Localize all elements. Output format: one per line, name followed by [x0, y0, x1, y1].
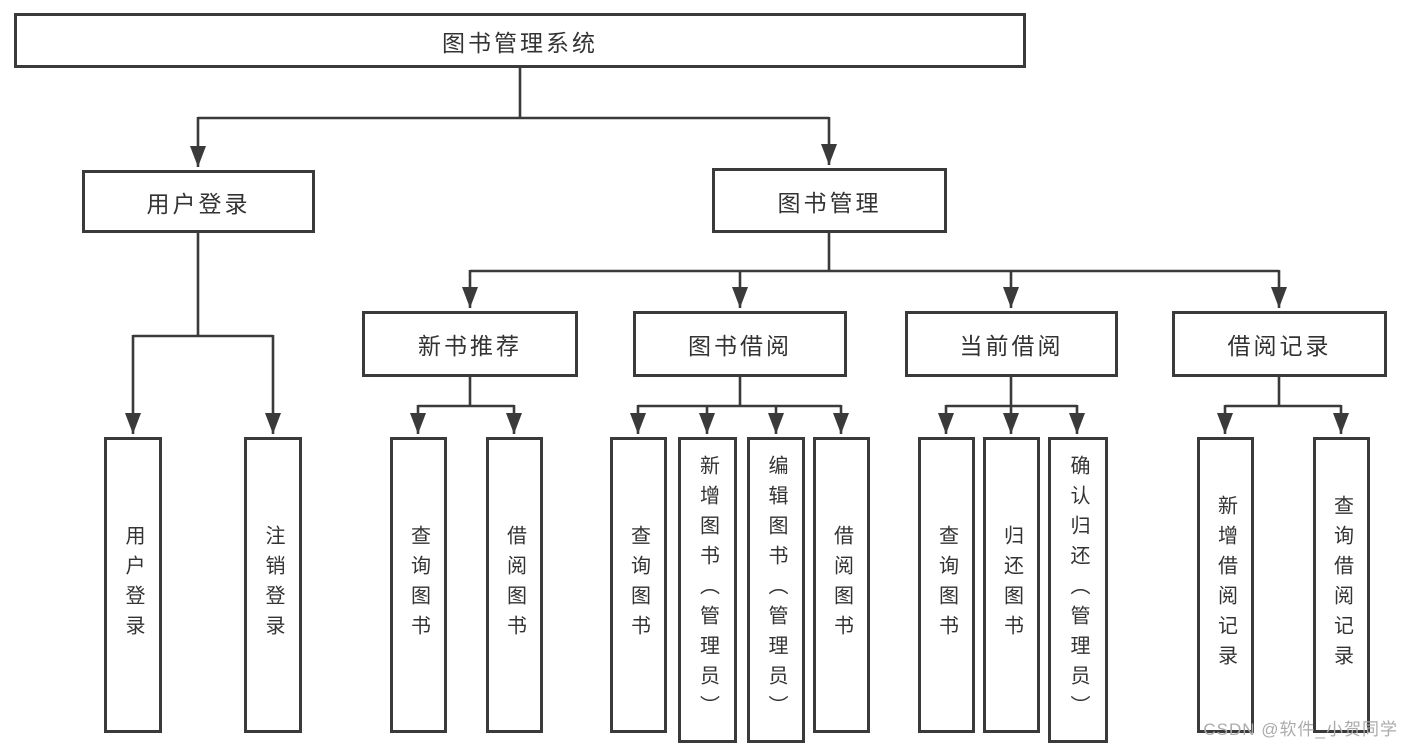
node-label: 用户登录 [146, 190, 251, 217]
node-label: 新增图书（管理员） [696, 455, 719, 725]
node-label: 确认归还（管理员） [1067, 455, 1089, 725]
node-borrowing-records: 借阅记录 [1172, 311, 1387, 377]
node-label: 查询借阅记录 [1330, 495, 1353, 675]
node-label: 新增借阅记录 [1214, 495, 1237, 675]
watermark-text: CSDN @软件_小贺同学 [1203, 720, 1398, 739]
leaf-logout: 注销登录 [244, 437, 302, 733]
node-label: 注销登录 [262, 525, 284, 645]
node-label: 查询图书 [627, 525, 650, 645]
node-label: 用户登录 [122, 525, 144, 645]
node-label: 归还图书 [1000, 525, 1023, 645]
node-label: 借阅记录 [1227, 333, 1332, 359]
leaf-current-query-books: 查询图书 [918, 437, 975, 733]
node-label: 查询图书 [407, 525, 430, 645]
leaf-user-login: 用户登录 [104, 437, 162, 733]
leaf-add-books-admin: 新增图书（管理员） [678, 437, 737, 743]
node-new-book-recommend: 新书推荐 [362, 311, 578, 377]
leaf-borrow-books: 借阅图书 [813, 437, 870, 733]
node-label: 图书管理系统 [442, 29, 598, 56]
node-label: 新书推荐 [418, 333, 522, 359]
leaf-edit-books-admin: 编辑图书（管理员） [747, 437, 805, 743]
leaf-add-borrow-record: 新增借阅记录 [1197, 437, 1254, 733]
leaf-recommend-borrow-books: 借阅图书 [486, 437, 543, 733]
leaf-confirm-return-admin: 确认归还（管理员） [1048, 437, 1108, 743]
node-user-login: 用户登录 [82, 170, 315, 233]
leaf-query-borrow-record: 查询借阅记录 [1313, 437, 1370, 733]
leaf-return-books: 归还图书 [983, 437, 1040, 733]
node-label: 借阅图书 [503, 525, 526, 645]
node-current-borrowing: 当前借阅 [905, 311, 1118, 377]
node-library-management-system: 图书管理系统 [14, 13, 1026, 68]
node-book-borrowing: 图书借阅 [633, 311, 847, 377]
node-label: 当前借阅 [959, 333, 1064, 359]
node-label: 借阅图书 [830, 525, 853, 645]
node-label: 编辑图书（管理员） [765, 455, 787, 725]
node-label: 图书借阅 [688, 333, 792, 359]
leaf-borrowing-query-books: 查询图书 [610, 437, 667, 733]
leaf-recommend-query-books: 查询图书 [390, 437, 447, 733]
node-label: 图书管理 [777, 189, 882, 216]
node-label: 查询图书 [935, 525, 958, 645]
node-book-management: 图书管理 [712, 168, 947, 233]
